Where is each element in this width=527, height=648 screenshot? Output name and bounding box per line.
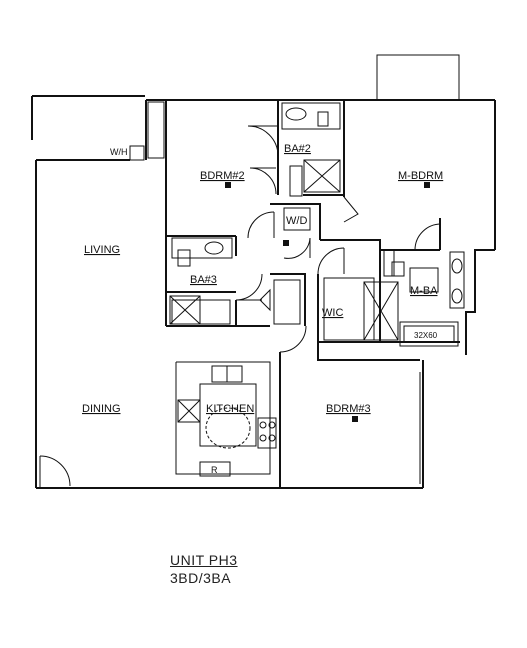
ba2-fixtures [281,102,341,193]
label-water-heater: W/H [110,147,128,157]
balcony-outline [31,95,145,140]
interior-walls [166,100,460,361]
label-kitchen: KITCHEN [206,403,254,415]
kitchen-counters [175,361,277,477]
label-living: LIVING [84,244,120,256]
label-mba: M-BA [410,285,438,297]
mba-fixtures [363,249,465,347]
unit-title: UNIT PH3 [170,552,238,568]
jack-marker-mbdrm [424,182,430,188]
label-tub: 32X60 [414,331,438,340]
ba3-fixtures [169,237,233,325]
master-balcony [376,54,460,100]
label-dining: DINING [82,403,121,415]
exterior-walls [35,99,496,489]
label-wic: WIC [322,307,343,319]
label-ba3: BA#3 [190,274,217,286]
label-wd: W/D [286,215,307,227]
closets [147,101,375,341]
label-range: R [211,465,218,475]
jack-marker-hall [283,240,289,246]
label-bdrm2: BDRM#2 [200,170,245,182]
water-heater [129,145,145,161]
jack-marker-bdrm2 [225,182,231,188]
label-mbdrm: M-BDRM [398,170,443,182]
washer-dryer [283,207,311,231]
jack-marker-bdrm3 [352,416,358,422]
label-bdrm3: BDRM#3 [326,403,371,415]
unit-bed-bath: 3BD/3BA [170,570,232,586]
label-ba2: BA#2 [284,143,311,155]
doors [39,125,442,488]
